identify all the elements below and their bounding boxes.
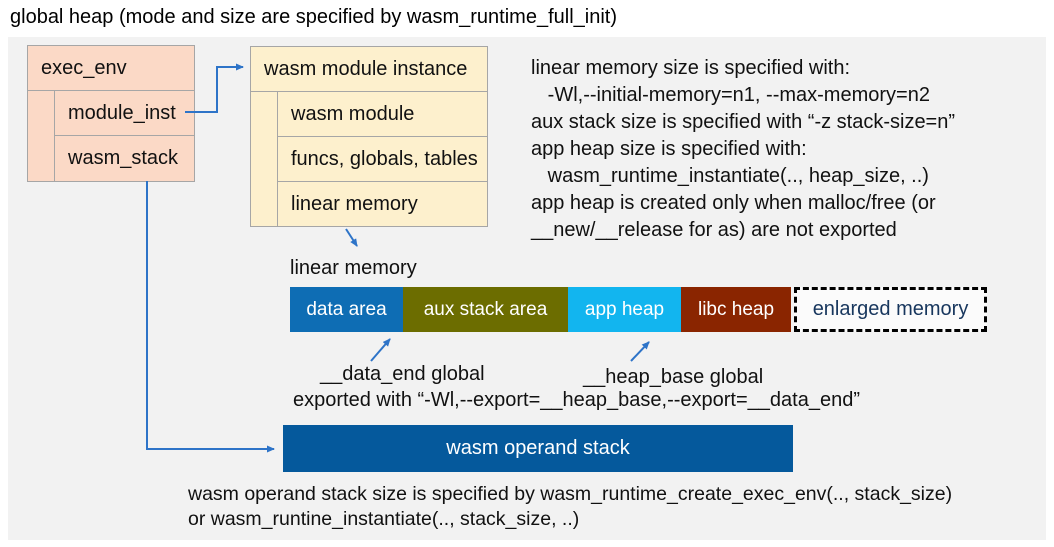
- notes-operand-stack-size: wasm operand stack size is specified by …: [188, 482, 952, 532]
- data-end-global-label: __data_end global: [320, 363, 485, 385]
- exec-env-header: exec_env: [28, 46, 194, 91]
- linear-memory-bar: data area aux stack area app heap libc h…: [290, 287, 987, 332]
- note-line: wasm_runtime_instantiate(.., heap_size, …: [531, 165, 929, 187]
- exec-env-rows: module_inst wasm_stack: [54, 91, 194, 181]
- exec-env-row-wasm-stack: wasm_stack: [54, 136, 194, 181]
- segment-app-heap: app heap: [568, 287, 681, 332]
- module-instance-header: wasm module instance: [251, 47, 487, 92]
- note-line: __new/__release for as) are not exported: [531, 219, 897, 241]
- note-line: app heap is created only when malloc/fre…: [531, 192, 936, 214]
- note-line: aux stack size is specified with “-z sta…: [531, 111, 956, 133]
- segment-libc-heap: libc heap: [681, 287, 791, 332]
- module-instance-rows: wasm module funcs, globals, tables linea…: [277, 92, 487, 227]
- module-instance-box: wasm module instance wasm module funcs, …: [250, 46, 488, 227]
- note-line: wasm operand stack size is specified by …: [188, 483, 953, 505]
- note-line: or wasm_runtine_instantiate(.., stack_si…: [188, 508, 580, 530]
- module-instance-row-wasm-module: wasm module: [277, 92, 487, 137]
- note-line: app heap size is specified with:: [531, 138, 807, 160]
- exec-env-box: exec_env module_inst wasm_stack: [27, 45, 195, 182]
- note-line: -Wl,--initial-memory=n1, --max-memory=n2: [531, 84, 930, 106]
- segment-enlarged-memory: enlarged memory: [794, 287, 987, 332]
- segment-data-area: data area: [290, 287, 403, 332]
- heap-base-global-label: __heap_base global: [583, 366, 764, 388]
- linear-memory-label: linear memory: [290, 257, 417, 279]
- notes-memory-sizes: linear memory size is specified with: -W…: [531, 55, 955, 244]
- exec-env-row-module-inst: module_inst: [54, 91, 194, 136]
- module-instance-row-linear-memory: linear memory: [277, 182, 487, 227]
- wasm-operand-stack-bar: wasm operand stack: [283, 425, 793, 472]
- exported-with-label: exported with “-Wl,--export=__heap_base,…: [293, 389, 860, 411]
- diagram-title: global heap (mode and size are specified…: [10, 6, 617, 28]
- module-instance-row-funcs-globals-tables: funcs, globals, tables: [277, 137, 487, 182]
- note-line: linear memory size is specified with:: [531, 57, 850, 79]
- segment-aux-stack-area: aux stack area: [403, 287, 568, 332]
